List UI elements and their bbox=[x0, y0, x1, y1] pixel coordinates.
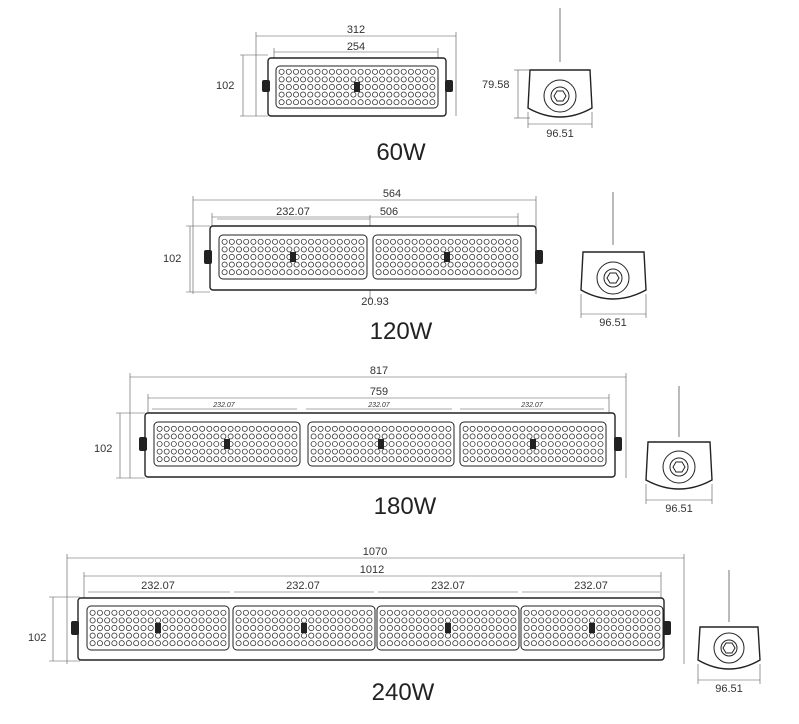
module-dim-240w-4: 232.07 bbox=[574, 580, 608, 592]
side-width-240w: 96.51 bbox=[715, 683, 743, 695]
side-height-60w: 79.58 bbox=[482, 79, 510, 91]
led-array bbox=[278, 68, 436, 106]
side-width-60w: 96.51 bbox=[546, 128, 574, 140]
led-array bbox=[221, 238, 365, 276]
module-dim-180w-2: 232.07 bbox=[367, 402, 391, 409]
led-array bbox=[462, 425, 604, 463]
dim-inner-240w: 1012 bbox=[360, 564, 384, 576]
dim-overall-120w: 564 bbox=[383, 188, 401, 200]
dim-height-60w: 102 bbox=[216, 80, 234, 92]
module-dim-240w-1: 232.07 bbox=[141, 580, 175, 592]
side-width-180w: 96.51 bbox=[665, 503, 693, 515]
dim-overall-60w: 312 bbox=[347, 24, 365, 36]
module-dim-180w-1: 232.07 bbox=[212, 402, 236, 409]
module-dim-180w-3: 232.07 bbox=[520, 402, 544, 409]
power-label-60w: 60W bbox=[376, 139, 426, 166]
led-array bbox=[89, 609, 227, 647]
power-label-180w: 180W bbox=[374, 493, 437, 520]
dim-overall-180w: 817 bbox=[370, 365, 388, 377]
fixture-180w: 817 759 232.07 232.07 232.07 102 180W 96… bbox=[94, 365, 713, 520]
dim-height-240w: 102 bbox=[28, 632, 46, 644]
led-array bbox=[375, 238, 519, 276]
dim-overall-240w: 1070 bbox=[363, 546, 387, 558]
side-width-120w: 96.51 bbox=[599, 317, 627, 329]
dim-inner-60w: 254 bbox=[347, 41, 365, 53]
led-array bbox=[523, 609, 661, 647]
dim-height-180w: 102 bbox=[94, 443, 112, 455]
led-array bbox=[156, 425, 298, 463]
fixture-240w: 1070 1012 232.07 232.07 232.07 232.07 10… bbox=[28, 546, 761, 706]
module-dim-120w: 232.07 bbox=[276, 206, 310, 218]
module-dim-240w-3: 232.07 bbox=[431, 580, 465, 592]
fixture-120w: 564 506 232.07 102 20.93 120W 96.51 bbox=[163, 188, 647, 345]
dim-inner-180w: 759 bbox=[370, 386, 388, 398]
power-label-120w: 120W bbox=[370, 318, 433, 345]
power-label-240w: 240W bbox=[372, 679, 435, 706]
dim-gap-120w: 20.93 bbox=[361, 296, 389, 308]
led-array bbox=[235, 609, 373, 647]
led-array bbox=[310, 425, 452, 463]
led-array bbox=[379, 609, 517, 647]
dim-height-120w: 102 bbox=[163, 253, 181, 265]
dim-inner-120w: 506 bbox=[380, 206, 398, 218]
fixture-60w: 312 254 102 60W 79.58 96.51 bbox=[216, 8, 593, 166]
module-dim-240w-2: 232.07 bbox=[286, 580, 320, 592]
